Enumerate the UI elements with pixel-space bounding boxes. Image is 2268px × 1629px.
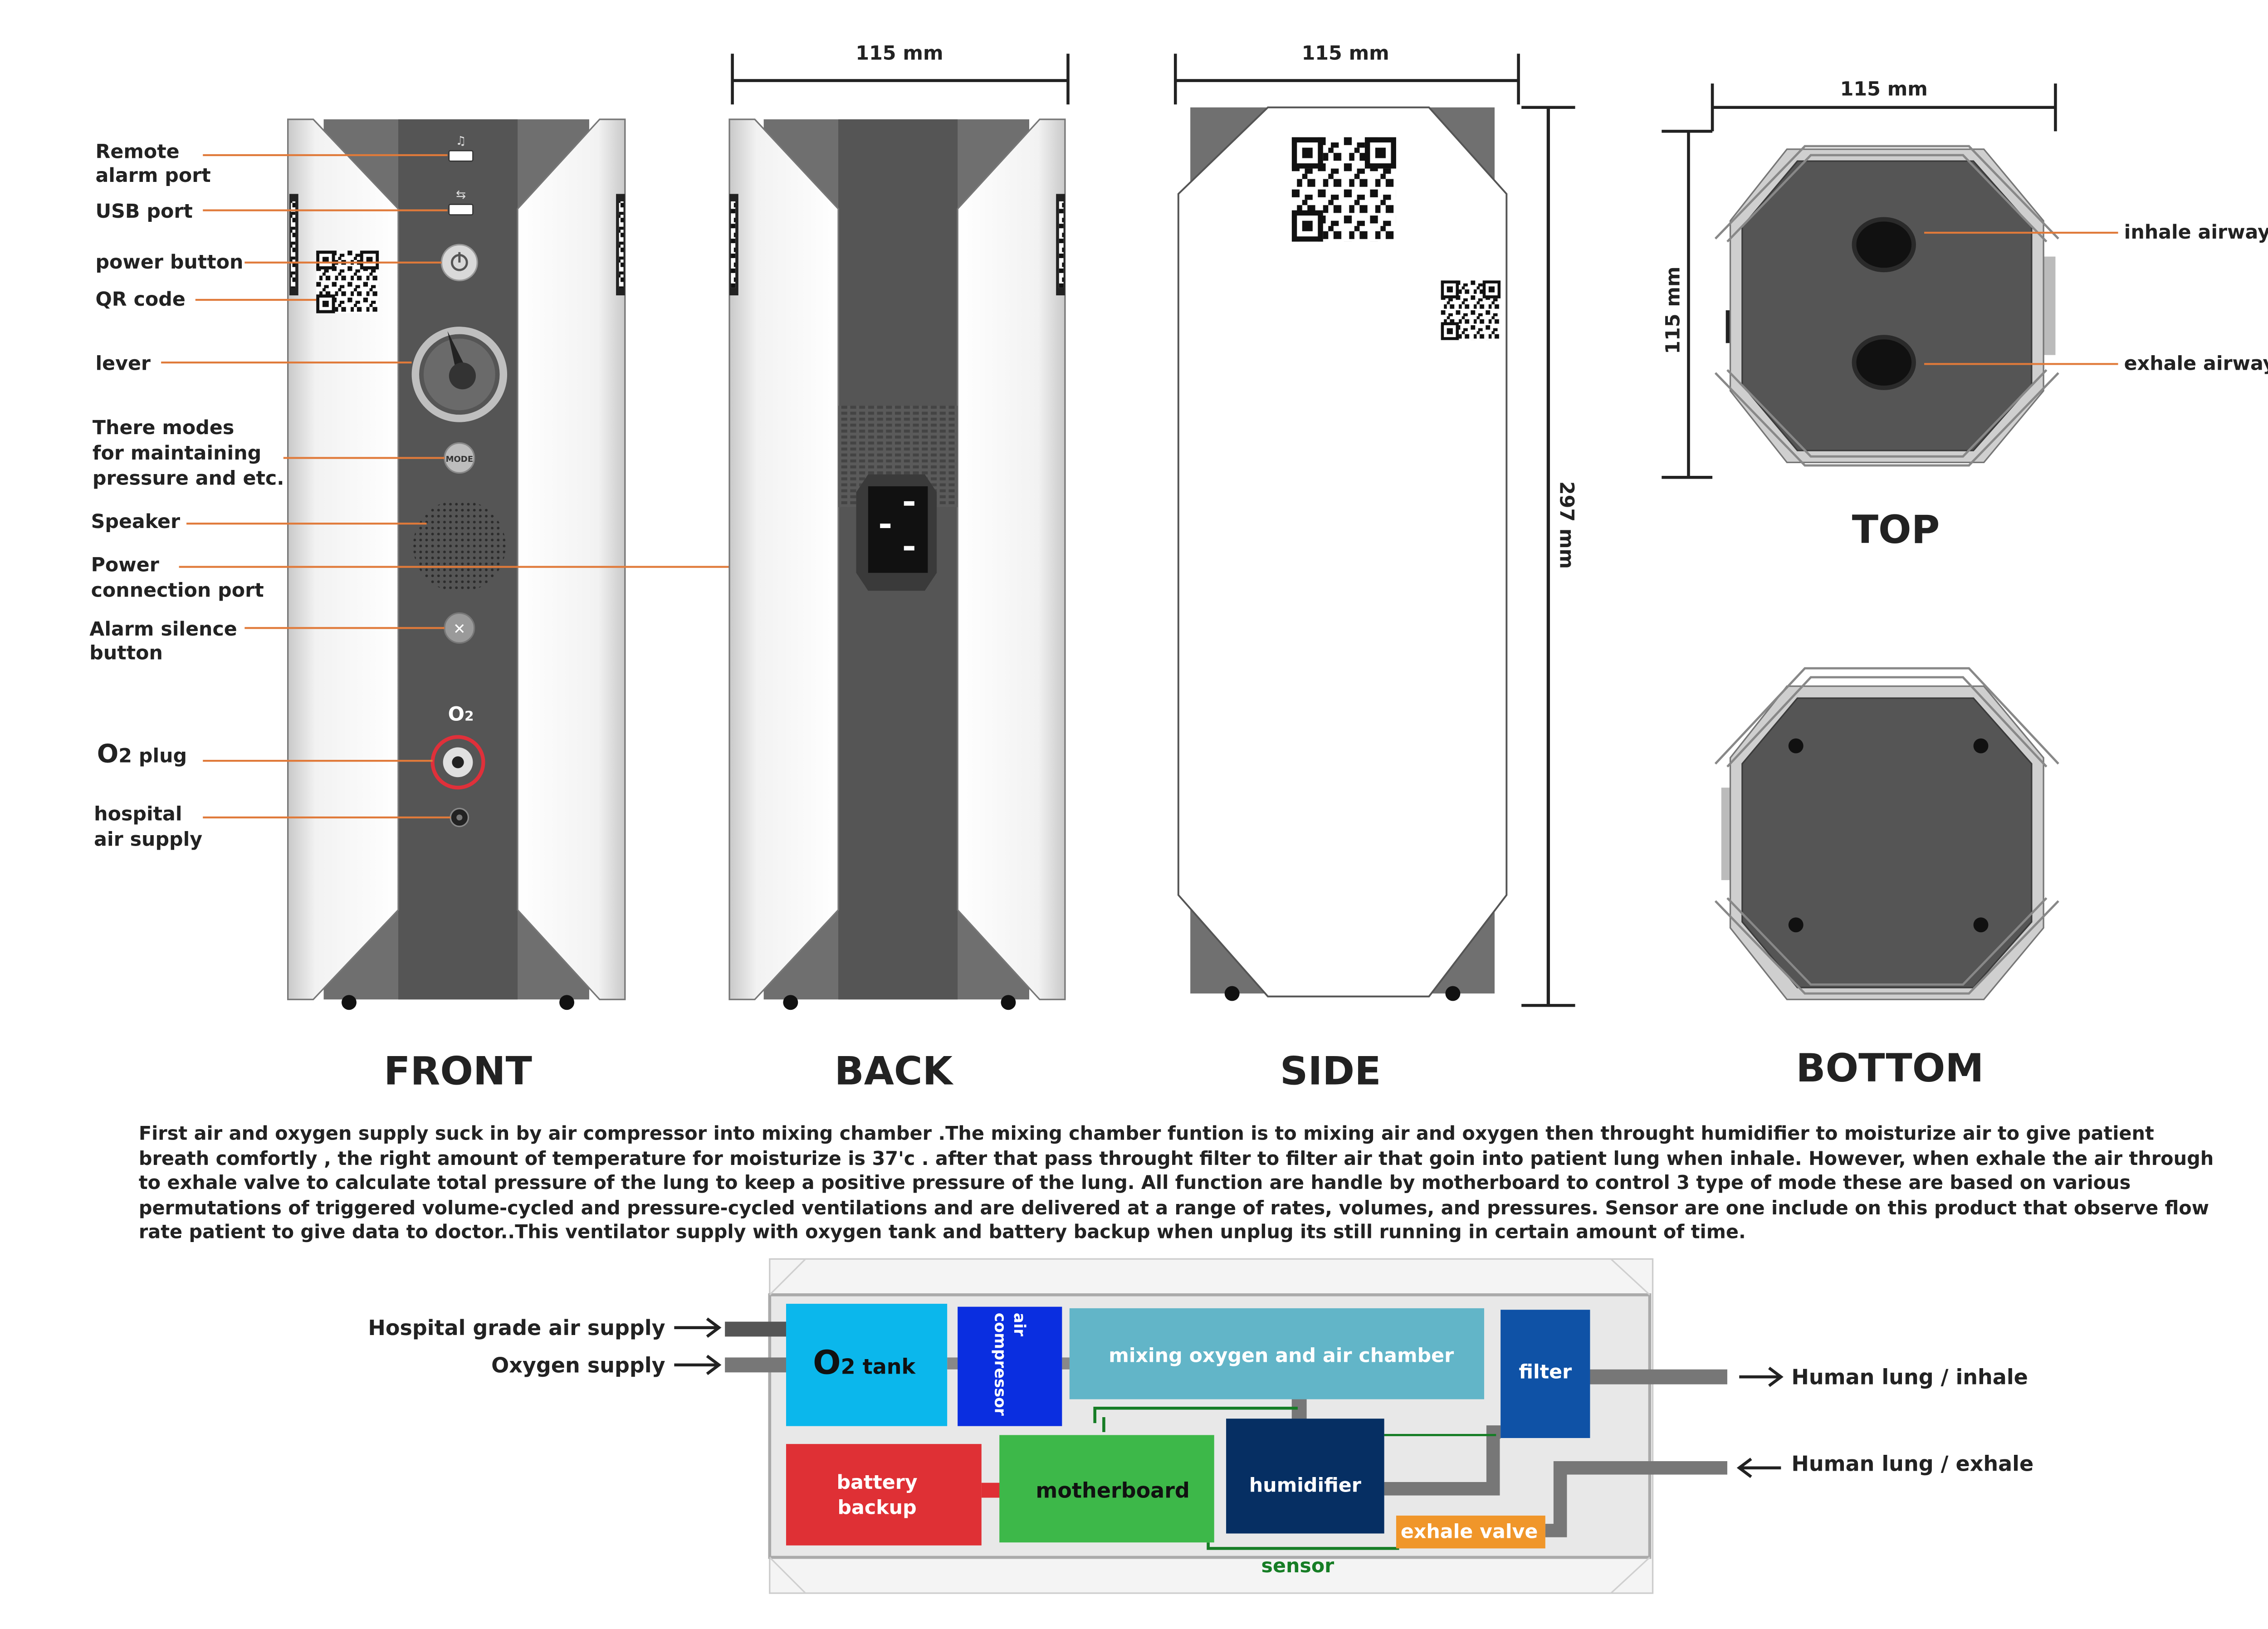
label-alarm-silence-2: button xyxy=(89,641,163,664)
flow-diagram: O2 tank air compressor mixing oxygen and… xyxy=(368,1258,2033,1594)
label-lung-inhale: Human lung / inhale xyxy=(1791,1365,2028,1389)
label-hospital-air-2: air supply xyxy=(94,828,202,851)
label-hospital-air-1: hospital xyxy=(94,803,182,826)
alarm-bell-icon: ♫ xyxy=(455,134,466,148)
back-width-dimension: 115 mm xyxy=(855,42,943,65)
motherboard-label: motherboard xyxy=(1036,1478,1189,1503)
front-right-qr-strip xyxy=(616,194,625,296)
side-qr-code-large xyxy=(1291,137,1396,242)
front-qr-code xyxy=(316,250,379,313)
battery-backup-box xyxy=(786,1444,982,1546)
mixing-chamber-label: mixing oxygen and air chamber xyxy=(1109,1344,1454,1367)
arrow-right-icon xyxy=(674,1355,722,1375)
mixing-chamber-box xyxy=(1069,1308,1484,1399)
mute-icon: ✕ xyxy=(453,620,466,638)
battery-label-1: battery xyxy=(836,1471,917,1494)
label-hospital-grade-air: Hospital grade air supply xyxy=(368,1316,665,1340)
mode-button-label: MODE xyxy=(445,455,473,464)
bottom-view xyxy=(1714,667,2059,1000)
power-connection-port[interactable] xyxy=(856,474,937,591)
mode-button[interactable]: MODE xyxy=(444,442,475,474)
label-power-port-2: connection port xyxy=(91,579,264,602)
inhale-airway xyxy=(1852,217,1916,273)
hospital-air-supply-port[interactable] xyxy=(450,807,469,827)
remote-alarm-port[interactable]: ♫ xyxy=(448,134,474,162)
label-speaker: Speaker xyxy=(91,510,181,533)
side-view: 115 mm 297 mm xyxy=(1173,42,1578,1007)
front-right-wing xyxy=(517,118,626,1000)
speaker-grille xyxy=(413,499,506,592)
label-remote-alarm-2: alarm port xyxy=(95,164,210,187)
label-lung-exhale: Human lung / exhale xyxy=(1791,1451,2033,1476)
battery-label-2: backup xyxy=(837,1497,916,1519)
label-qr-code: QR code xyxy=(95,288,185,311)
o2-plug[interactable] xyxy=(430,735,485,790)
front-left-qr-strip xyxy=(289,194,298,296)
front-labels: Remote alarm port USB port power button … xyxy=(89,141,856,851)
label-power-button: power button xyxy=(95,251,243,274)
arrow-right-icon xyxy=(674,1317,722,1338)
front-foot-left xyxy=(342,995,357,1010)
label-modes-2: for maintaining xyxy=(93,442,261,465)
back-view: 115 mm xyxy=(728,42,1070,1010)
back-left-wing xyxy=(728,118,839,1000)
o2-tank-label: O2 tank xyxy=(813,1344,916,1382)
filter-box xyxy=(1501,1310,1590,1438)
side-width-dimension: 115 mm xyxy=(1302,42,1389,65)
exhale-valve-label: exhale valve xyxy=(1401,1520,1538,1543)
lever[interactable] xyxy=(411,327,508,422)
front-view: ♫ ⇆ MODE ✕ O2 xyxy=(287,118,626,1010)
power-button[interactable] xyxy=(440,244,478,281)
air-compressor-label-1: air xyxy=(1010,1313,1028,1336)
arrow-left-icon xyxy=(1736,1458,1781,1478)
exhale-valve-box xyxy=(1396,1516,1545,1549)
label-alarm-silence-1: Alarm silence xyxy=(89,618,237,641)
usb-icon: ⇆ xyxy=(456,188,466,201)
side-panel xyxy=(1177,106,1508,998)
label-exhale-airway: exhale airway xyxy=(2124,352,2268,375)
label-lever: lever xyxy=(95,352,151,375)
filter-label: filter xyxy=(1519,1360,1572,1383)
top-width-dimension: 115 mm xyxy=(1840,78,1928,100)
front-foot-right xyxy=(559,995,575,1010)
alarm-silence-button[interactable]: ✕ xyxy=(444,612,475,644)
exhale-airway xyxy=(1852,335,1916,390)
view-title-top: TOP xyxy=(1852,508,1940,553)
label-remote-alarm-1: Remote xyxy=(95,141,179,163)
front-left-wing xyxy=(287,118,399,1000)
top-view: 115 mm 115 mm inhale airway exhale airwa… xyxy=(1662,78,2268,479)
air-compressor-label-2: compressor xyxy=(991,1313,1009,1416)
back-right-wing xyxy=(957,118,1066,1000)
side-height-dimension: 297 mm xyxy=(1555,481,1578,569)
view-title-back: BACK xyxy=(835,1049,954,1094)
top-depth-dimension: 115 mm xyxy=(1662,266,1685,354)
description-paragraph: First air and oxygen supply suck in by a… xyxy=(138,1121,2214,1243)
usb-port[interactable]: ⇆ xyxy=(448,188,474,215)
air-compressor-box xyxy=(958,1306,1062,1426)
sensor-label: sensor xyxy=(1261,1555,1334,1577)
view-title-front: FRONT xyxy=(384,1049,532,1094)
humidifier-box xyxy=(1226,1419,1384,1534)
label-oxygen-supply: Oxygen supply xyxy=(491,1353,665,1377)
label-modes-1: There modes xyxy=(93,416,234,439)
label-usb-port: USB port xyxy=(95,200,192,223)
arrow-right-icon xyxy=(1739,1366,1784,1387)
o2-panel-label: O2 xyxy=(448,703,474,725)
motherboard-box xyxy=(999,1435,1214,1543)
humidifier-label: humidifier xyxy=(1249,1474,1361,1497)
label-o2-plug: O2 plug xyxy=(97,739,187,768)
label-power-port-1: Power xyxy=(91,553,159,576)
label-modes-3: pressure and etc. xyxy=(93,467,284,490)
view-title-side: SIDE xyxy=(1280,1049,1381,1094)
side-qr-code-small xyxy=(1441,280,1501,340)
label-inhale-airway: inhale airway xyxy=(2124,221,2268,244)
o2-tank-box xyxy=(786,1304,948,1426)
view-title-bottom: BOTTOM xyxy=(1796,1046,1984,1091)
